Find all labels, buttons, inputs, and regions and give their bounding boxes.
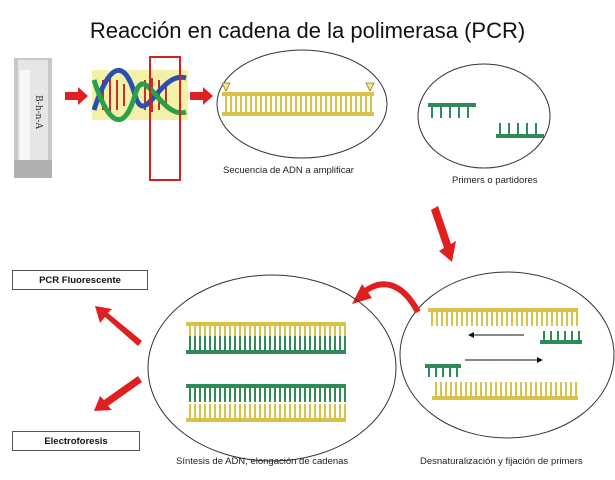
- dna-sequence-ellipse: [216, 49, 388, 159]
- caption-denaturation: Desnaturalización y fijación de primers: [420, 456, 583, 467]
- caption-synthesis: Síntesis de ADN, elongación de cadenas: [176, 456, 349, 467]
- primers-ellipse: [417, 63, 551, 169]
- electrophoresis-box: Electroforesis: [12, 431, 140, 451]
- primer-forward: [428, 103, 476, 118]
- arrow-to-fluorescent: [95, 306, 142, 346]
- arrow-tube-to-dna: [65, 87, 88, 105]
- sample-tube-image: B-h-n-A: [14, 58, 52, 178]
- denaturation-strands: [425, 308, 582, 400]
- synthesis-ellipse: [147, 274, 397, 462]
- left-marker: [221, 82, 231, 92]
- arrow-dna-to-sequence: [190, 87, 213, 105]
- caption-primers: Primers o partidores: [452, 175, 538, 186]
- highlight-box: [149, 56, 181, 181]
- dna-helix-image: [91, 67, 188, 123]
- pcr-fluorescent-box: PCR Fluorescente: [12, 270, 148, 290]
- svg-text:B-h-n-A: B-h-n-A: [33, 95, 43, 129]
- synthesis-strands: [186, 322, 346, 422]
- primer-reverse: [496, 123, 544, 138]
- denaturation-ellipse: [399, 271, 615, 439]
- caption-dna-sequence: Secuencia de ADN a amplificar: [223, 165, 354, 176]
- right-marker: [365, 82, 375, 92]
- curved-arrow-denaturation-to-synthesis: [362, 281, 421, 314]
- page-title: Reacción en cadena de la polimerasa (PCR…: [89, 18, 526, 43]
- arrow-to-electrophoresis: [94, 376, 142, 411]
- arrow-primers-to-denaturation: [431, 206, 456, 262]
- dna-double-strand: [222, 92, 374, 116]
